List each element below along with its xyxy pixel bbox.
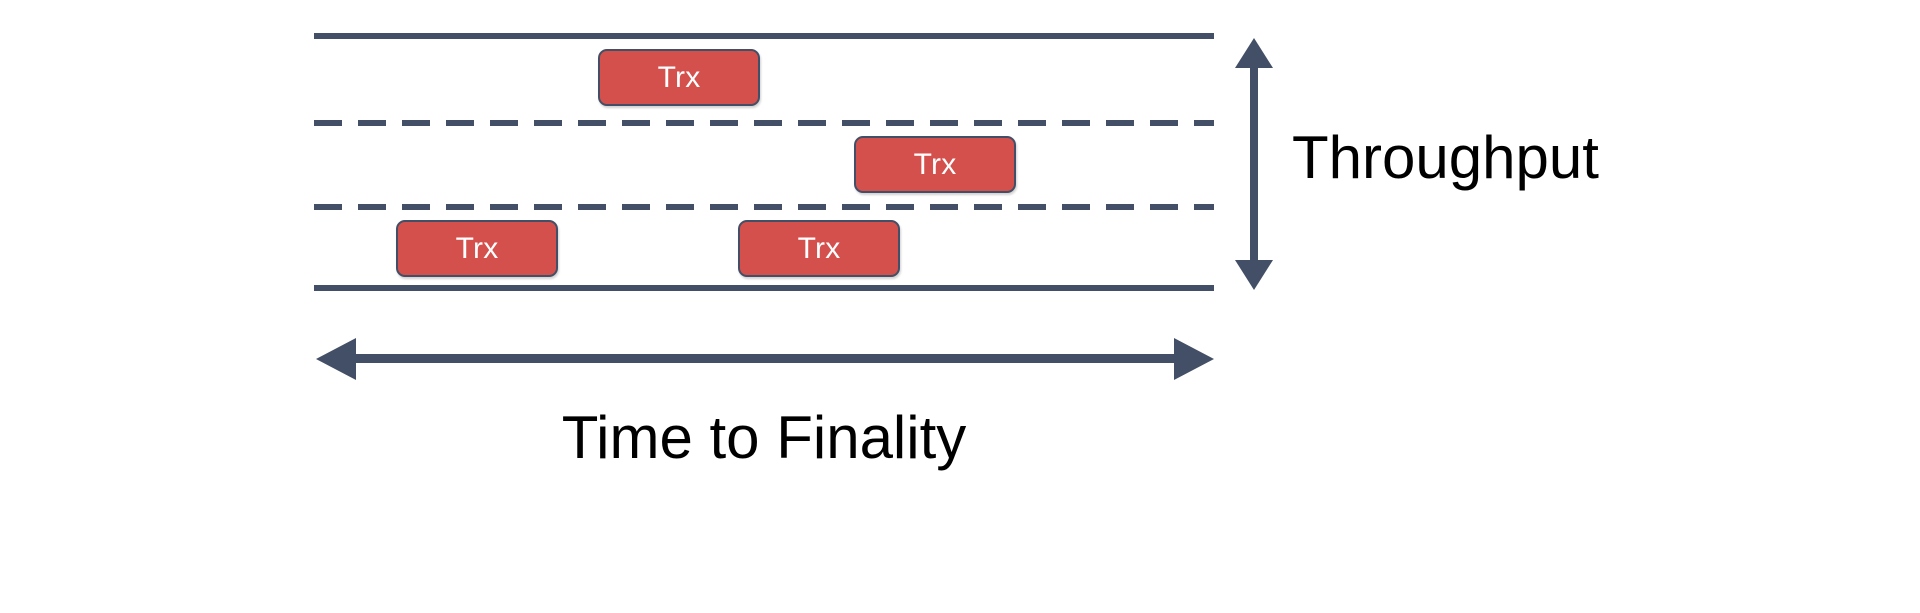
- finality-axis-arrow-icon: [316, 336, 1214, 384]
- arrow-head-down-icon: [1235, 260, 1273, 290]
- throughput-axis-label: Throughput: [1292, 124, 1599, 191]
- transaction-block[interactable]: Trx: [854, 136, 1016, 193]
- arrow-shaft-horizontal: [346, 354, 1184, 363]
- arrow-head-right-icon: [1174, 338, 1214, 380]
- finality-axis-label: Time to Finality: [561, 404, 967, 471]
- lane-boundary-top: [314, 33, 1214, 39]
- throughput-axis-arrow-icon: [1232, 38, 1276, 290]
- lane-divider-1: [314, 120, 1214, 126]
- lane-boundary-bottom: [314, 285, 1214, 291]
- transaction-block[interactable]: Trx: [598, 49, 760, 106]
- transaction-block[interactable]: Trx: [396, 220, 558, 277]
- arrow-head-up-icon: [1235, 38, 1273, 68]
- transaction-block[interactable]: Trx: [738, 220, 900, 277]
- arrow-shaft-vertical: [1250, 64, 1258, 264]
- lane-divider-2: [314, 204, 1214, 210]
